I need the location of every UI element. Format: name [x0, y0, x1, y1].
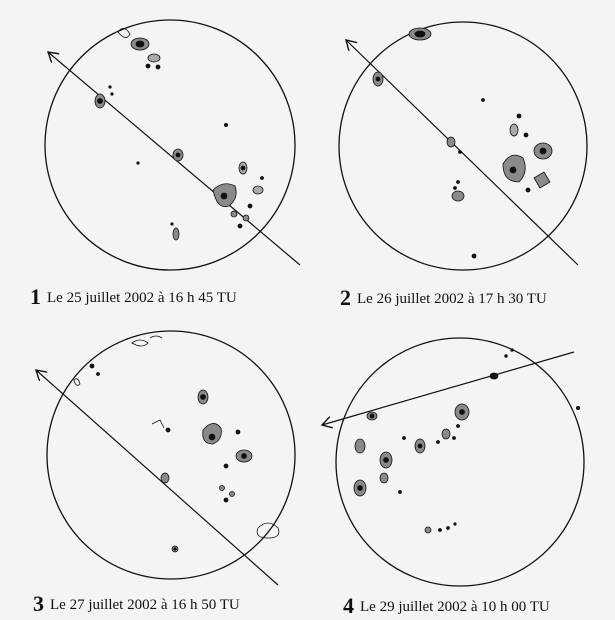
sunspot-groups-2 — [372, 27, 553, 259]
panel-4-drawing — [322, 337, 585, 587]
rotation-axis-4 — [322, 351, 575, 425]
panel-2-caption: 2 Le 26 juillet 2002 à 17 h 30 TU — [340, 285, 547, 310]
panel-3-drawing — [36, 330, 296, 586]
panel-1-caption: 1 Le 25 juillet 2002 à 16 h 45 TU — [30, 284, 237, 309]
solar-disk-3 — [46, 330, 296, 580]
panel-3-caption-text: Le 27 juillet 2002 à 16 h 50 TU — [50, 597, 240, 613]
rotation-axis-3 — [36, 370, 279, 586]
solar-disk-1 — [44, 19, 296, 271]
panel-1-caption-text: Le 25 juillet 2002 à 16 h 45 TU — [47, 290, 237, 306]
rotation-axis-2 — [346, 40, 579, 266]
panel-3-number: 3 — [33, 591, 44, 616]
panel-4-caption: 4 Le 29 juillet 2002 à 10 h 00 TU — [343, 593, 550, 618]
sunspot-groups-1 — [94, 28, 264, 241]
panel-1-drawing — [44, 19, 301, 271]
panel-2-drawing — [338, 21, 588, 271]
panel-4-caption-text: Le 29 juillet 2002 à 10 h 00 TU — [360, 599, 550, 615]
sunspot-groups-3 — [73, 335, 280, 553]
panel-4-number: 4 — [343, 593, 354, 618]
solar-disk-2 — [338, 21, 588, 271]
panel-1-number: 1 — [30, 284, 41, 309]
panel-2-caption-text: Le 26 juillet 2002 à 17 h 30 TU — [357, 291, 547, 307]
panel-2-number: 2 — [340, 285, 351, 310]
panel-3-caption: 3 Le 27 juillet 2002 à 16 h 50 TU — [33, 591, 240, 616]
solar-disk-4 — [335, 337, 585, 587]
sunspot-groups-4 — [353, 348, 581, 534]
